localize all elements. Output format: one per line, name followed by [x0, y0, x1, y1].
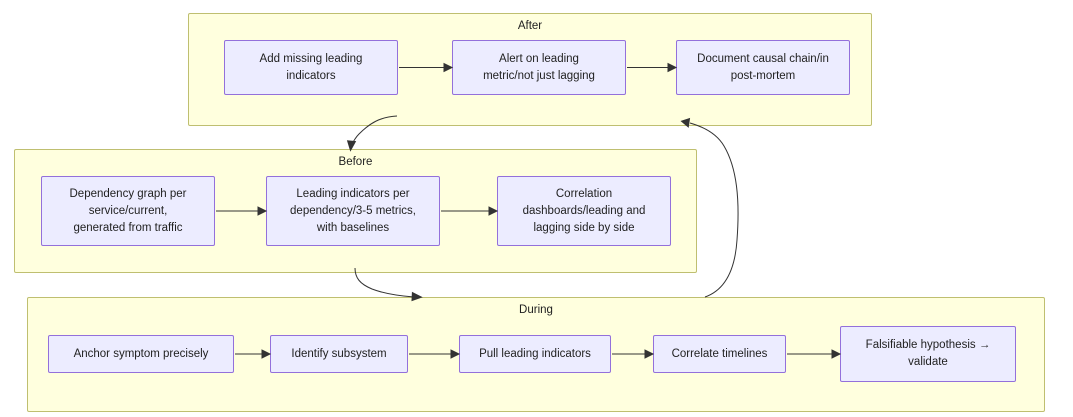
node-b2-line-2: dependency/3-5 metrics, — [290, 204, 416, 217]
node-b1-line-3: generated from traffic — [73, 221, 183, 234]
node-b2-line-1: Leading indicators per — [296, 187, 410, 200]
node-d5-line-2: validate — [908, 356, 948, 368]
node-d5-line-1: Falsifiable hypothesis → — [865, 339, 991, 351]
node-a1-line-2: indicators — [286, 69, 336, 82]
node-d4-line-1: Correlate timelines — [671, 347, 768, 360]
node-b3-line-2: dashboards/leading and — [522, 204, 646, 217]
node-pull-leading-indicators[interactable]: Pull leading indicators — [459, 335, 611, 373]
node-d3-line-1: Pull leading indicators — [479, 347, 591, 360]
node-add-missing-leading-indicators[interactable]: Add missing leading indicators — [224, 40, 398, 95]
node-a1-line-1: Add missing leading — [259, 52, 363, 65]
node-dependency-graph-per-service[interactable]: Dependency graph per service/current, ge… — [41, 176, 215, 246]
node-d1-line-1: Anchor symptom precisely — [73, 347, 209, 360]
node-b3-line-1: Correlation — [555, 187, 613, 200]
node-correlate-timelines[interactable]: Correlate timelines — [653, 335, 786, 373]
cluster-after-label: After — [517, 20, 543, 32]
node-leading-indicators-per-dependency[interactable]: Leading indicators per dependency/3-5 me… — [266, 176, 440, 246]
node-alert-on-leading-metric[interactable]: Alert on leading metric/not just lagging — [452, 40, 626, 95]
node-correlation-dashboards[interactable]: Correlation dashboards/leading and laggi… — [497, 176, 671, 246]
node-a3-line-2: post-mortem — [730, 69, 796, 82]
node-document-causal-chain[interactable]: Document causal chain/in post-mortem — [676, 40, 850, 95]
node-identify-subsystem[interactable]: Identify subsystem — [270, 335, 408, 373]
node-a2-line-1: Alert on leading — [499, 52, 579, 65]
node-a2-line-2: metric/not just lagging — [483, 69, 595, 82]
node-a3-line-1: Document causal chain/in — [697, 52, 829, 65]
node-d2-line-1: Identify subsystem — [291, 347, 387, 360]
node-b1-line-1: Dependency graph per — [69, 187, 187, 200]
cluster-before-label: Before — [338, 156, 373, 168]
node-b1-line-2: service/current, — [88, 204, 168, 217]
node-b2-line-3: with baselines — [316, 221, 390, 234]
node-b3-line-3: lagging side by side — [533, 221, 635, 234]
cluster-during-label: During — [519, 304, 553, 316]
node-anchor-symptom-precisely[interactable]: Anchor symptom precisely — [48, 335, 234, 373]
node-falsifiable-hypothesis-validate[interactable]: Falsifiable hypothesis → validate — [840, 326, 1016, 382]
